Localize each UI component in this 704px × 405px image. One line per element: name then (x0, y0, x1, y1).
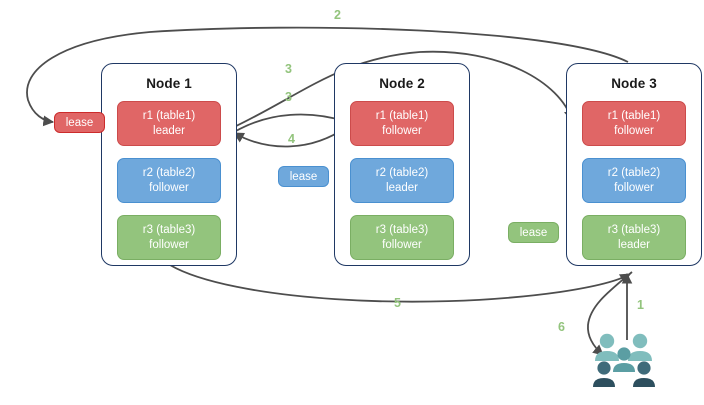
node-2-replica-r3-line1: r3 (table3) (375, 224, 429, 236)
users-icon (592, 332, 660, 392)
node-2-replica-r2-line1: r2 (table2) (375, 167, 429, 179)
lease-badge-r2[interactable]: lease (278, 166, 329, 187)
node-1-container[interactable]: Node 1 r1 (table1) leader r2 (table2) fo… (101, 63, 237, 266)
node-3-replica-r3-line2: leader (618, 238, 650, 251)
users-icon-middle-person (613, 347, 635, 372)
node-2-replica-r3[interactable]: r3 (table3) follower (350, 215, 454, 260)
users-icon-front-row (593, 378, 655, 387)
lease-badge-r1[interactable]: lease (54, 112, 105, 133)
node-1-replica-r2-line2: follower (149, 181, 189, 194)
users-icon-back-row (595, 333, 652, 361)
node-2-title: Node 2 (379, 76, 425, 91)
users-icon-front-side-people (597, 361, 651, 375)
step-label-6: 6 (558, 320, 565, 334)
node-3-replica-r1-line1: r1 (table1) (607, 110, 661, 122)
node-3-replica-r1-line2: follower (614, 124, 654, 137)
node-2-replica-r1-line1: r1 (table1) (375, 110, 429, 122)
node-2-replica-r3-line2: follower (382, 238, 422, 251)
users-icon-svg (593, 333, 655, 387)
node-2-replica-r2[interactable]: r2 (table2) leader (350, 158, 454, 203)
node-3-replica-r2-line1: r2 (table2) (607, 167, 661, 179)
step-label-2: 2 (334, 8, 341, 22)
node-3-container[interactable]: Node 3 r1 (table1) follower r2 (table2) … (566, 63, 702, 266)
step-label-3b: 3 (285, 90, 292, 104)
node-1-title: Node 1 (146, 76, 192, 91)
node-1-replica-r1-line2: leader (153, 124, 185, 137)
lease-badge-r3[interactable]: lease (508, 222, 559, 243)
node-3-replica-r2-line2: follower (614, 181, 654, 194)
node-1-replica-r1[interactable]: r1 (table1) leader (117, 101, 221, 146)
node-3-replica-r3-line1: r3 (table3) (607, 224, 661, 236)
node-3-replica-r3[interactable]: r3 (table3) leader (582, 215, 686, 260)
node-1-replica-r2-line1: r2 (table2) (142, 167, 196, 179)
node-2-replica-r1-line2: follower (382, 124, 422, 137)
step-label-5: 5 (394, 296, 401, 310)
step-label-1: 1 (637, 298, 644, 312)
node-2-replica-r1[interactable]: r1 (table1) follower (350, 101, 454, 146)
node-1-replica-r3[interactable]: r3 (table3) follower (117, 215, 221, 260)
node-1-replica-r2[interactable]: r2 (table2) follower (117, 158, 221, 203)
step-label-4: 4 (288, 132, 295, 146)
node-1-replica-r3-line1: r3 (table3) (142, 224, 196, 236)
edge-3-node1-to-node2 (235, 113, 350, 132)
node-2-replica-r2-line2: leader (386, 181, 418, 194)
node-3-replica-r2[interactable]: r2 (table2) follower (582, 158, 686, 203)
node-3-title: Node 3 (611, 76, 657, 91)
node-1-replica-r1-line1: r1 (table1) (142, 110, 196, 122)
node-1-replica-r3-line2: follower (149, 238, 189, 251)
node-3-replica-r1[interactable]: r1 (table1) follower (582, 101, 686, 146)
step-label-3a: 3 (285, 62, 292, 76)
node-2-container[interactable]: Node 2 r1 (table1) follower r2 (table2) … (334, 63, 470, 266)
